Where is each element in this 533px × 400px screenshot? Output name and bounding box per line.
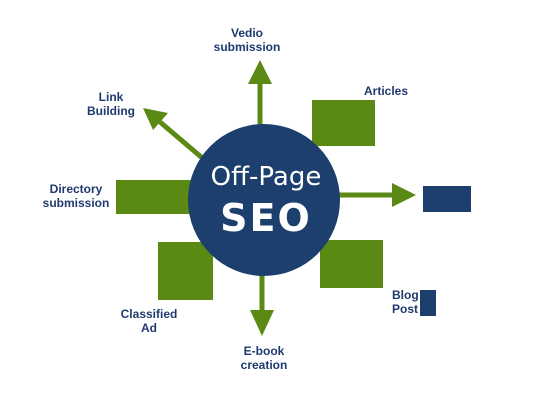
arrow-link-building xyxy=(143,108,209,164)
label-classified-ad: Classified Ad xyxy=(120,307,178,335)
center-title: Off-Page xyxy=(210,162,322,192)
center-subtitle: SEO xyxy=(220,196,312,240)
label-articles: Articles xyxy=(364,84,409,98)
directory-box xyxy=(116,180,192,214)
blog-box xyxy=(320,240,383,288)
center-circle xyxy=(188,124,340,276)
label-ebook-creation: E-book creation xyxy=(240,344,288,372)
label-directory-submission: Directory submission xyxy=(42,182,110,210)
blog-navy-box xyxy=(420,290,436,316)
label-blog-post: Blog Post xyxy=(392,288,419,316)
label-vedio-submission: Vedio submission xyxy=(213,26,281,54)
classified-box xyxy=(158,242,213,300)
label-link-building: Link Building xyxy=(87,90,135,118)
arrow-up xyxy=(248,60,272,130)
right-navy-box xyxy=(423,186,471,212)
articles-box xyxy=(312,100,375,146)
arrow-right xyxy=(335,183,416,207)
